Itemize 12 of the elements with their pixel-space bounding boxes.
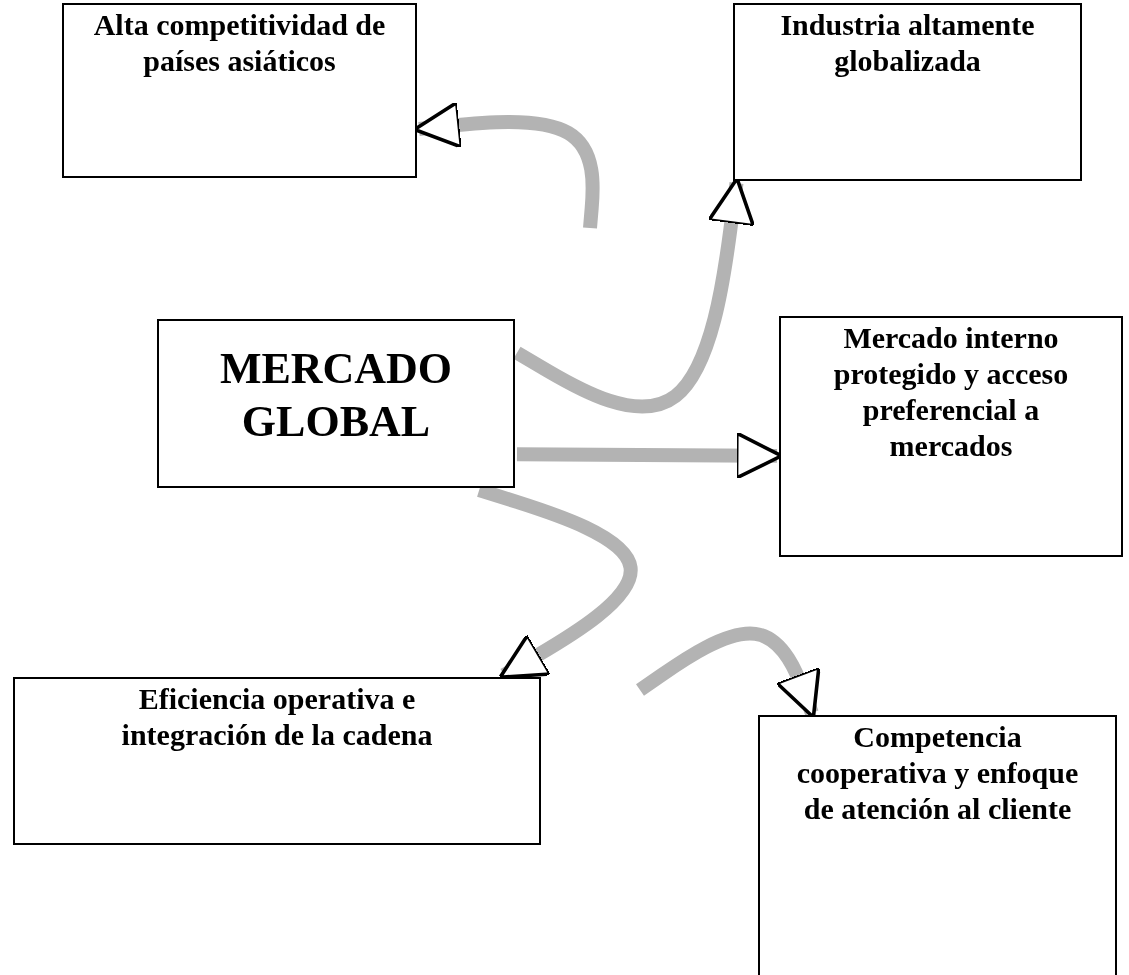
text-box (13, 677, 541, 845)
box-label: Eficiencia operativa e integración de la cadena (120, 681, 434, 753)
text-box (758, 715, 1117, 975)
text-box (779, 316, 1123, 557)
box-label: Competencia cooperativa y enfoque de atención al cliente (795, 719, 1080, 827)
box-label: MERCADO GLOBAL (218, 343, 454, 448)
box-label: Industria altamente globalizada (779, 7, 1036, 79)
text-box (62, 3, 417, 178)
box-label: Mercado interno protegido y acceso preferencial a mercados (832, 320, 1070, 464)
text-box (157, 319, 515, 488)
box-label: Alta competitividad de países asiáticos (92, 7, 387, 79)
text-box (733, 3, 1082, 181)
